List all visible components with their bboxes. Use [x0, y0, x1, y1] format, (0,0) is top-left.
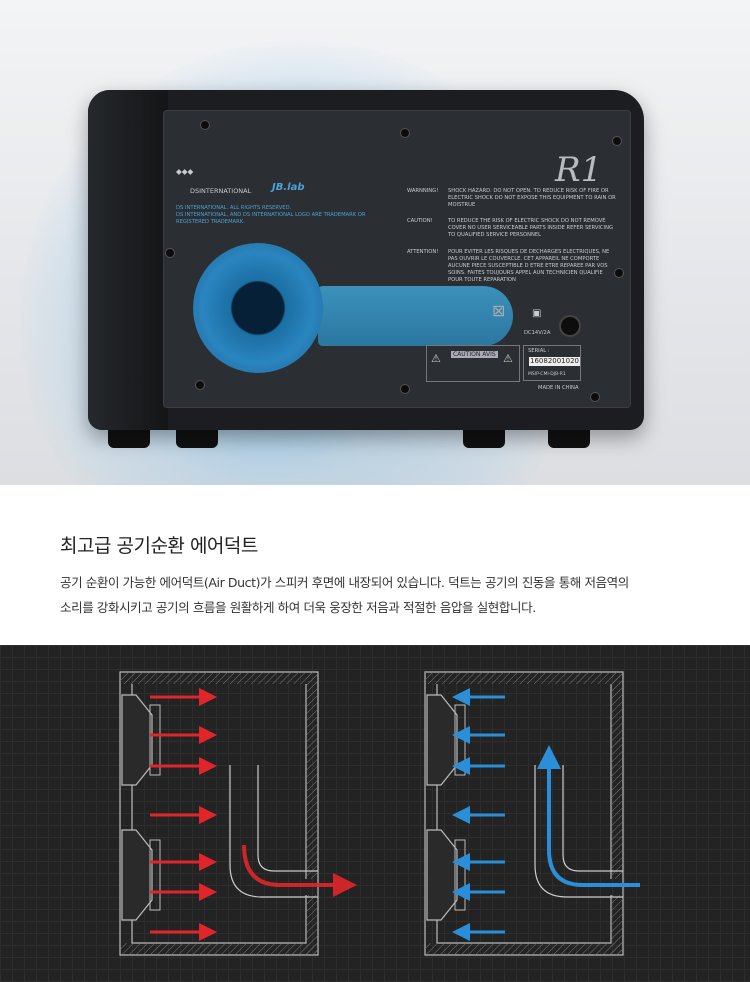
air-duct-outline: [534, 765, 623, 898]
woofer-magnet: [454, 839, 466, 911]
section-description-line: 소리를 강화시키고 공기의 흐름을 원활하게 하여 더욱 웅장한 저음과 적절한…: [60, 600, 536, 615]
brand-name: DSINTERNATIONAL: [190, 187, 252, 195]
section-description-line: 공기 순환이 가능한 에어덕트(Air Duct)가 스피커 후면에 내장되어 …: [60, 575, 629, 590]
duct-airflow-arrow: [537, 745, 640, 887]
made-in: MADE IN CHINA: [538, 385, 579, 391]
screw-icon: [400, 384, 410, 394]
certification: MSIP-CMI-DJB-R1: [528, 372, 566, 377]
speaker-side: [88, 90, 168, 430]
attention-label: ATTENTION!: [407, 249, 439, 255]
cabinet-wall: [306, 895, 318, 955]
screw-icon: [400, 128, 410, 138]
section-title: 최고급 공기순환 에어덕트: [60, 535, 258, 557]
weee-bin-icon: ⊠: [492, 301, 506, 320]
woofer: [121, 829, 153, 921]
warning-text: SHOCK HAZARD. DO NOT OPEN. TO REDUCE RIS…: [448, 188, 616, 208]
woofer: [426, 829, 458, 921]
cabinet-wall: [306, 672, 318, 879]
caution-sticker-title: CAUTION AVIS: [451, 351, 498, 358]
cabinets: [119, 671, 640, 956]
serial-sticker: SERIAL : 16082001020 MSIP-CMI-DJB-R1: [523, 345, 581, 381]
warning-triangle-icon: ⚠: [431, 352, 442, 365]
screw-icon: [165, 248, 175, 258]
caution-text: TO REDUCE THE RISK OF ELECTRIC SHOCK DO …: [448, 218, 613, 238]
duct-airflow-arrow: [242, 844, 357, 897]
screw-icon: [200, 120, 210, 130]
feature-section: 최고급 공기순환 에어덕트 공기 순환이 가능한 에어덕트(Air Duct)가…: [0, 485, 750, 645]
r1-logo: R1: [555, 150, 603, 190]
serial-number: 16082001020: [529, 357, 580, 366]
product-photo: ◆◆◆ DSINTERNATIONAL JB.lab DS INTERNATIO…: [0, 0, 750, 485]
air-duct-outline: [229, 765, 318, 898]
power-rating: DC14V/2A: [524, 330, 551, 336]
screw-icon: [590, 392, 600, 402]
airflow-diagram-svg: [119, 671, 640, 956]
caution-label: CAUTION!: [407, 218, 433, 224]
caution-sticker: CAUTION AVIS ⚠ ⚠: [426, 345, 520, 382]
cabinet-wall: [120, 672, 318, 684]
woofer: [121, 694, 153, 786]
double-insulation-icon: ▣: [532, 308, 542, 319]
woofer-magnet: [149, 704, 161, 776]
woofer-magnet: [149, 839, 161, 911]
serial-label: SERIAL :: [528, 348, 550, 354]
airflow-diagram: [0, 645, 750, 982]
copyright-line: DS INTERNATIONAL, AND DS INTERNATIONAL L…: [176, 212, 366, 218]
cabinet-wall: [611, 895, 623, 955]
cabinet-wall: [425, 943, 623, 955]
ds-logo-icon: ◆◆◆: [176, 167, 194, 176]
warning-label: WARNNING!: [407, 188, 439, 194]
bass-port: [193, 243, 323, 373]
woofer: [426, 694, 458, 786]
screw-icon: [195, 380, 205, 390]
warning-triangle-icon: ⚠: [503, 352, 514, 365]
cabinet-wall: [425, 672, 623, 684]
cabinet-wall: [120, 943, 318, 955]
cabinet-wall: [611, 672, 623, 879]
air-duct: [318, 286, 513, 346]
screw-icon: [614, 268, 624, 278]
screw-icon: [612, 136, 622, 146]
copyright-line: REGISTERED TRADEMARK.: [176, 219, 245, 225]
attention-text: POUR EVITER LES RISQUES DE DECHARGES ELE…: [448, 249, 610, 283]
copyright-line: DS INTERNATIONAL. ALL RIGHTS RESERVED.: [176, 205, 292, 211]
sub-brand: JB.lab: [272, 182, 305, 193]
dc-power-jack[interactable]: [559, 315, 581, 337]
